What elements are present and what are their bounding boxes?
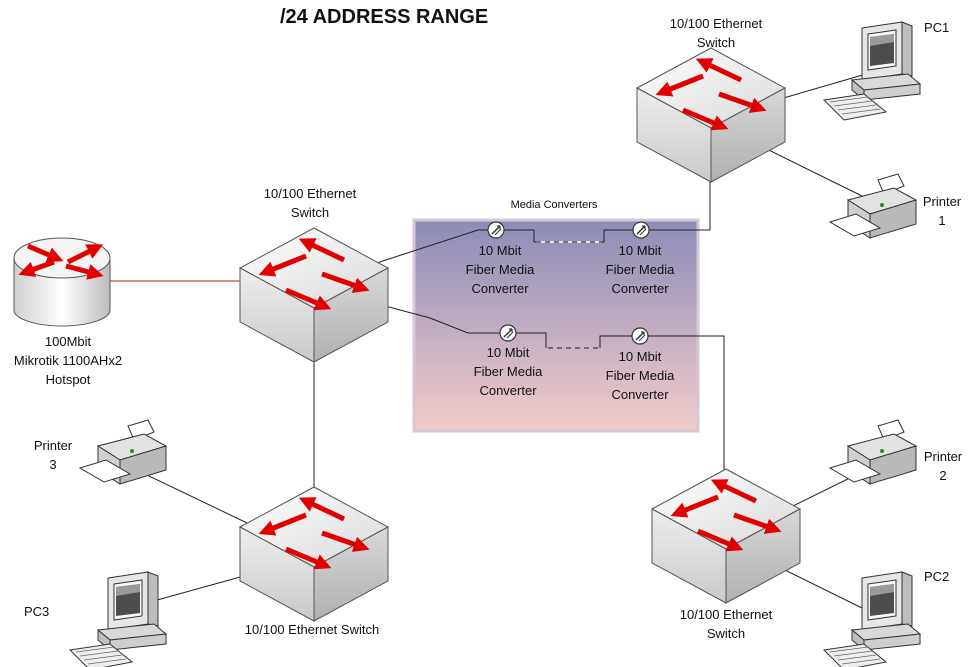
- desktop-pc-icon: [823, 21, 921, 121]
- desktop-pc-icon: [823, 571, 921, 667]
- printer-icon: [829, 419, 917, 485]
- pc1-label: PC1: [924, 20, 950, 35]
- switch-bottom-left-label: 10/100 Ethernet Switch: [244, 622, 380, 637]
- printer-icon: [829, 173, 917, 239]
- media-converter-icon: [487, 221, 505, 239]
- switch-icon: [637, 48, 785, 182]
- media-converter-top-left-label: 10 Mbit Fiber Media Converter: [465, 243, 535, 296]
- diagram-title: /24 ADDRESS RANGE: [280, 6, 489, 28]
- media-converter-top-right-label: 10 Mbit Fiber Media Converter: [605, 243, 675, 296]
- router-icon: [14, 238, 110, 326]
- desktop-pc-icon: [69, 571, 167, 667]
- switch-top-right-label: 10/100 Ethernet Switch: [669, 16, 763, 50]
- media-converter-bottom-right-label: 10 Mbit Fiber Media Converter: [605, 349, 675, 402]
- converter-bottom-to-switch-link: [599, 335, 725, 540]
- switch-bottom-right-label: 10/100 Ethernet Switch: [679, 607, 773, 641]
- pc2-label: PC2: [924, 569, 950, 584]
- media-converter-icon: [631, 327, 649, 345]
- switch-center-label: 10/100 Ethernet Switch: [263, 186, 357, 220]
- media-converter-panel: [412, 218, 700, 433]
- media-converters-label: Media Converters: [510, 199, 598, 211]
- switch-icon: [652, 469, 800, 603]
- switch-icon: [240, 487, 388, 621]
- switch-to-converter-bottom-link: [317, 287, 547, 348]
- router-label: 100Mbit Mikrotik 1100AHx2 Hotspot: [13, 334, 123, 387]
- media-converter-icon: [499, 324, 517, 342]
- pc3-label: PC3: [24, 604, 50, 619]
- switch-icon: [240, 228, 388, 362]
- media-converter-icon: [632, 221, 650, 239]
- printer-icon: [79, 419, 167, 485]
- media-converter-bottom-left-label: 10 Mbit Fiber Media Converter: [473, 345, 543, 398]
- printer2-label: Printer 2: [923, 449, 963, 483]
- printer3-label: Printer 3: [33, 438, 73, 472]
- printer1-label: Printer 1: [922, 194, 962, 228]
- switch-to-converter-top-link: [311, 229, 535, 285]
